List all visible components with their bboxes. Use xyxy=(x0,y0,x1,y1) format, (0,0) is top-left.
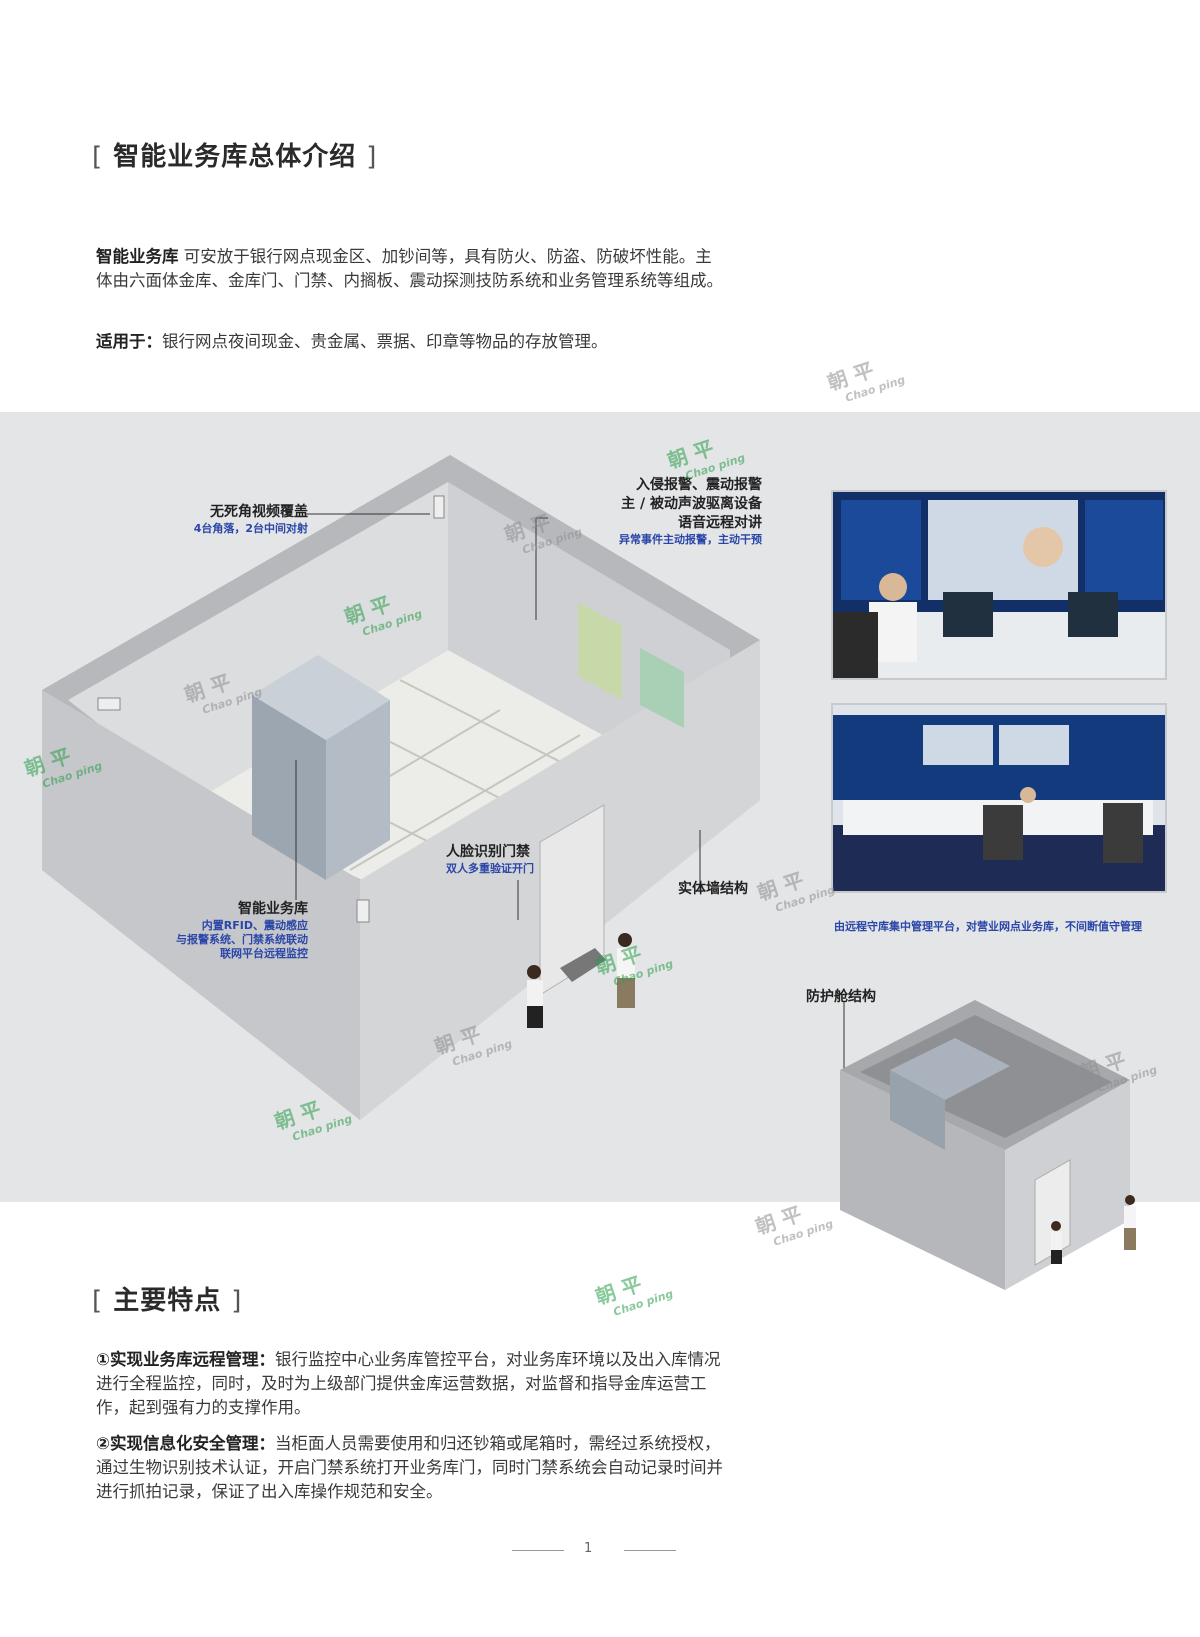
person-woman xyxy=(527,965,543,1028)
callout-alarm-line2: 被动声波驱离设备 xyxy=(650,496,762,512)
callout-alarm: 入侵报警、震动报警 主 / 被动声波驱离设备 语音远程对讲 异常事件主动报警，主… xyxy=(540,476,762,547)
intro-paragraph: 智能业务库 可安放于银行网点现金区、加钞间等，具有防火、防盗、防破坏性能。主体由… xyxy=(96,245,726,293)
protective-cabin-illustration xyxy=(840,1000,1136,1290)
callout-alarm-line2-wrap: 主 / 被动声波驱离设备 xyxy=(621,496,762,512)
page-number-rule-right xyxy=(624,1550,676,1551)
person-man xyxy=(617,933,635,1008)
feature-marker: ② xyxy=(96,1434,110,1453)
camera-icon xyxy=(356,899,370,923)
wall-poster-1 xyxy=(578,602,622,700)
apply-paragraph: 适用于：银行网点夜间现金、贵金属、票据、印章等物品的存放管理。 xyxy=(96,330,726,354)
feature-text: 当柜面人员需要使用和归还钞箱或尾箱时，需经过系统授权，通过生物识别技术认证，开启… xyxy=(96,1434,723,1501)
feature-item: ①实现业务库远程管理：银行监控中心业务库管控平台，对业务库环境以及出入库情况进行… xyxy=(96,1348,736,1420)
vault-cabinet-top xyxy=(252,655,390,740)
intro-heading: [ 智能业务库总体介绍 ] xyxy=(92,136,377,173)
monitoring-scene-1 xyxy=(833,492,1165,678)
callout-cabin: 防护舱结构 xyxy=(806,988,926,1007)
features-heading: [ 主要特点 ] xyxy=(92,1280,242,1317)
bracket-open: [ xyxy=(92,1286,104,1316)
callout-wall-title: 实体墙结构 xyxy=(678,881,748,897)
bracket-close: ] xyxy=(366,142,378,172)
room-inner-back-wall-left xyxy=(68,482,448,800)
callout-vault-sub1: 内置RFID、震动感应 xyxy=(201,919,308,932)
intro-heading-text: 智能业务库总体介绍 xyxy=(113,142,357,172)
feature-item: ②实现信息化安全管理：当柜面人员需要使用和归还钞箱或尾箱时，需经过系统授权，通过… xyxy=(96,1432,736,1504)
monitoring-scene-2 xyxy=(833,705,1165,891)
callout-vault: 智能业务库 内置RFID、震动感应 与报警系统、门禁系统联动 联网平台远程监控 xyxy=(150,900,308,961)
room-front-left-wall xyxy=(42,690,360,1120)
apply-text: 银行网点夜间现金、贵金属、票据、印章等物品的存放管理。 xyxy=(162,332,608,351)
callout-face: 人脸识别门禁 双人多重验证开门 xyxy=(446,843,606,876)
apply-label: 适用于： xyxy=(96,332,162,351)
callout-face-sub: 双人多重验证开门 xyxy=(446,862,534,875)
feature-marker: ① xyxy=(96,1350,110,1369)
features-heading-text: 主要特点 xyxy=(113,1286,222,1316)
monitor-caption: 由远程守库集中管理平台，对营业网点业务库，不间断值守管理 xyxy=(834,920,1142,933)
callout-vault-sub3: 联网平台远程监控 xyxy=(220,947,308,960)
callout-face-title: 人脸识别门禁 xyxy=(446,844,530,860)
callout-video-sub: 4台角落，2台中间对射 xyxy=(193,522,308,535)
monitoring-photo-2 xyxy=(831,703,1167,893)
camera-icon xyxy=(433,495,445,519)
vault-cabinet-front xyxy=(252,695,326,880)
product-description: 可安放于银行网点现金区、加钞间等，具有防火、防盗、防破坏性能。主体由六面体金库、… xyxy=(96,247,723,290)
page-number: 1 xyxy=(584,1541,593,1556)
callout-vault-sub2: 与报警系统、门禁系统联动 xyxy=(176,933,308,946)
callout-cabin-title: 防护舱结构 xyxy=(806,989,876,1005)
page-number-rule-left xyxy=(512,1550,564,1551)
cabin-left-wall xyxy=(840,1070,1005,1290)
camera-icon xyxy=(97,697,121,711)
callout-vault-title: 智能业务库 xyxy=(238,901,308,917)
cabin-vault-front xyxy=(890,1070,945,1150)
callout-wall: 实体墙结构 xyxy=(678,880,798,899)
vault-room-illustration xyxy=(42,455,760,1120)
callout-alarm-sub: 异常事件主动报警，主动干预 xyxy=(619,533,762,546)
vault-cabinet-side xyxy=(326,700,390,880)
person-man xyxy=(1124,1195,1136,1250)
cash-box xyxy=(560,948,606,982)
callout-alarm-prefix: 主 xyxy=(621,496,636,512)
monitoring-photo-1 xyxy=(831,490,1167,680)
feature-title: 实现业务库远程管理： xyxy=(109,1350,275,1369)
callout-alarm-line3: 语音远程对讲 xyxy=(678,515,762,531)
product-name: 智能业务库 xyxy=(96,247,179,266)
cabin-vault xyxy=(890,1038,1010,1100)
person-woman xyxy=(1051,1221,1062,1264)
feature-title: 实现信息化安全管理： xyxy=(109,1434,275,1453)
bracket-open: [ xyxy=(92,142,104,172)
bracket-close: ] xyxy=(231,1286,243,1316)
room-door xyxy=(539,804,605,996)
callout-video: 无死角视频覆盖 4台角落，2台中间对射 xyxy=(150,503,308,536)
wall-poster-2 xyxy=(640,648,684,728)
callout-video-title: 无死角视频覆盖 xyxy=(210,504,308,520)
callout-alarm-line1: 入侵报警、震动报警 xyxy=(636,477,762,493)
feature-text: 银行监控中心业务库管控平台，对业务库环境以及出入库情况进行全程监控，同时，及时为… xyxy=(96,1350,721,1417)
